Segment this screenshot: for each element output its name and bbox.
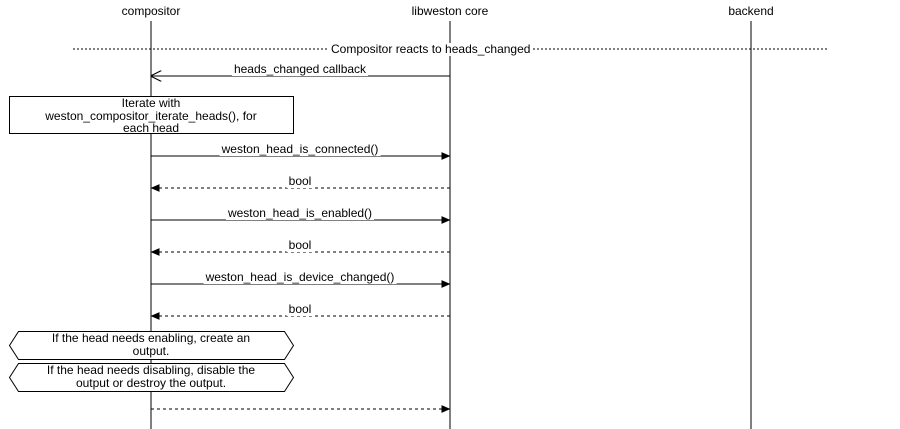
fragment-separator-label: Compositor reacts to heads_changed <box>328 43 534 56</box>
note-text-enable-head: If the head needs enabling, create an ou… <box>51 331 251 358</box>
message-label-bool-return-1: bool <box>286 174 314 188</box>
message-label-heads-changed-callback: heads_changed callback <box>231 62 369 76</box>
note-shape-disable-head-note <box>8 363 295 392</box>
participant-label-compositor: compositor <box>121 4 181 18</box>
note-text-disable-head: If the head needs disabling, disable the… <box>46 363 256 390</box>
message-label-bool-return-3: bool <box>286 302 314 316</box>
note-shape-enable-head-note <box>8 331 295 360</box>
participant-label-backend: backend <box>728 4 774 18</box>
message-label-bool-return-2: bool <box>286 238 314 252</box>
message-label-weston-head-is-device-changed: weston_head_is_device_changed() <box>203 270 397 284</box>
message-label-weston-head-is-connected: weston_head_is_connected() <box>219 142 381 156</box>
note-text-iterate-heads: Iterate with weston_compositor_iterate_h… <box>45 96 257 135</box>
note-shape-iterate-heads-note <box>9 96 294 134</box>
message-label-weston-head-is-enabled: weston_head_is_enabled() <box>225 206 375 220</box>
lifelines-group <box>150 21 752 429</box>
participant-label-libweston-core: libweston core <box>411 4 489 18</box>
notes-shapes-group <box>8 96 295 392</box>
message-arrows-group <box>151 76 451 413</box>
